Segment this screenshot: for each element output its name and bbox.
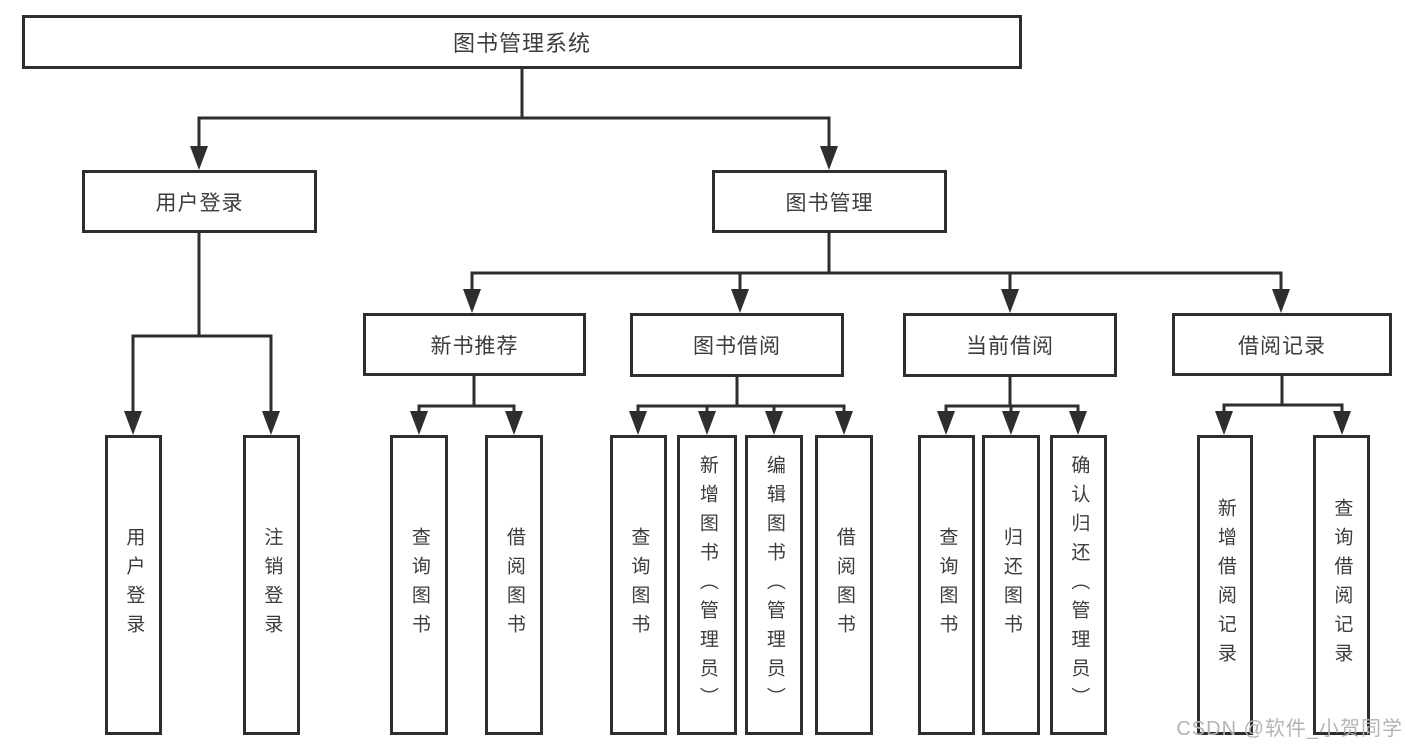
- leaf-confirm-return-admin: 确认归还（管理员）: [1050, 435, 1107, 735]
- leaf-query-borrow-record: 查询借阅记录: [1313, 435, 1370, 735]
- connector-book-borrow-children: [636, 377, 846, 414]
- connector-level2-to-level3: [470, 233, 1283, 290]
- leaf-add-books-admin: 新增图书（管理员）: [677, 435, 737, 735]
- arrowheads: [124, 146, 1351, 435]
- node-new-book-recommend: 新书推荐: [363, 313, 586, 376]
- node-label: 新书推荐: [430, 334, 519, 358]
- leaf-label: 新增借阅记录: [1214, 498, 1236, 672]
- node-label: 借阅记录: [1238, 334, 1326, 358]
- leaf-label: 确认归还（管理员）: [1068, 454, 1090, 716]
- node-book-management: 图书管理: [712, 170, 947, 233]
- node-label: 图书借阅: [693, 335, 781, 358]
- leaf-query-books: 查询图书: [918, 435, 975, 735]
- leaf-edit-books-admin: 编辑图书（管理员）: [745, 435, 803, 735]
- leaf-add-borrow-record: 新增借阅记录: [1197, 435, 1253, 735]
- node-label: 当前借阅: [966, 335, 1054, 358]
- node-label: 图书管理: [785, 191, 874, 215]
- leaf-user-login: 用户登录: [105, 435, 162, 735]
- csdn-watermark: CSDN @软件_小贺同学: [1176, 718, 1403, 740]
- leaf-query-books: 查询图书: [610, 435, 667, 735]
- node-label: 用户登录: [155, 191, 244, 215]
- connector-new-book-children: [417, 376, 516, 414]
- leaf-label: 查询图书: [628, 527, 650, 643]
- leaf-label: 查询图书: [408, 527, 430, 643]
- leaf-borrow-books: 借阅图书: [815, 435, 873, 735]
- leaf-label: 归还图书: [1000, 527, 1022, 643]
- node-book-borrow: 图书借阅: [630, 313, 844, 377]
- leaf-query-books: 查询图书: [390, 435, 448, 735]
- leaf-label: 新增图书（管理员）: [696, 454, 718, 716]
- leaf-logout: 注销登录: [243, 435, 300, 735]
- leaf-borrow-books: 借阅图书: [485, 435, 543, 735]
- leaf-label: 注销登录: [261, 527, 283, 643]
- leaf-label: 查询图书: [936, 527, 958, 643]
- node-library-management-system: 图书管理系统: [22, 15, 1022, 69]
- connector-user-login-children: [131, 233, 273, 413]
- leaf-label: 编辑图书（管理员）: [763, 454, 785, 716]
- leaf-label: 借阅图书: [833, 527, 855, 643]
- node-current-borrow: 当前借阅: [903, 313, 1117, 377]
- leaf-label: 查询借阅记录: [1331, 498, 1353, 672]
- connector-borrow-record-children: [1222, 376, 1344, 414]
- node-borrow-record: 借阅记录: [1172, 313, 1392, 376]
- leaf-label: 借阅图书: [503, 527, 525, 643]
- leaf-label: 用户登录: [123, 527, 145, 643]
- node-label: 图书管理系统: [452, 31, 591, 56]
- connector-root-to-level2: [197, 69, 831, 146]
- node-user-login: 用户登录: [82, 170, 317, 233]
- connector-current-borrow-children: [944, 377, 1080, 414]
- leaf-return-books: 归还图书: [982, 435, 1040, 735]
